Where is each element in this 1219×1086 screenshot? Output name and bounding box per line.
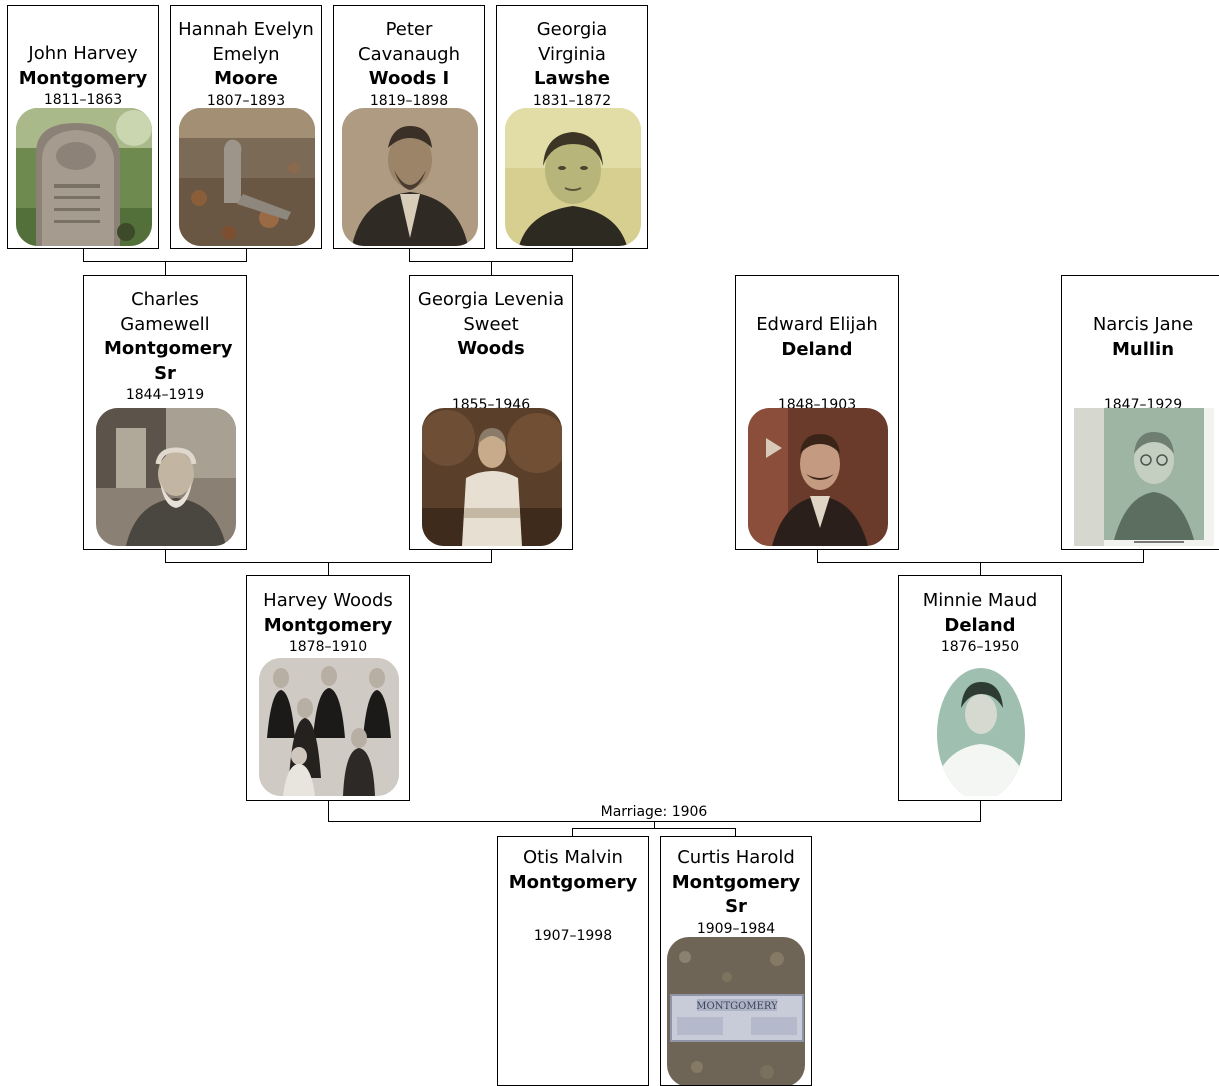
- connector-line: [654, 821, 655, 829]
- connector-line: [980, 562, 981, 576]
- given-name: John Harvey: [28, 43, 138, 64]
- person-card-peter-woods[interactable]: Peter Cavanaugh Woods I 1819–1898: [333, 5, 485, 249]
- life-years: 1878–1910: [288, 639, 368, 655]
- surname: Montgomery: [508, 871, 638, 893]
- connector-line: [1143, 549, 1144, 562]
- connector-line: [572, 828, 573, 836]
- grave-marker-photo[interactable]: [179, 108, 315, 246]
- surname: Moore: [214, 68, 278, 89]
- surname: Lawshe: [534, 68, 610, 89]
- surname: Deland: [781, 338, 853, 360]
- connector-line: [980, 800, 981, 821]
- life-years: 1847–1929: [1103, 397, 1183, 413]
- connector-line: [491, 261, 492, 276]
- person-card-georgia-woods[interactable]: Georgia Levenia Sweet Woods 1855–1946: [409, 275, 573, 550]
- oval-portrait-photo[interactable]: [911, 658, 1051, 796]
- surname: Montgomery Sr: [671, 871, 801, 918]
- person-card-charles-montgomery[interactable]: Charles Gamewell Montgomery Sr 1844–1919: [83, 275, 247, 550]
- given-name: Peter Cavanaugh: [358, 19, 460, 65]
- surname: Montgomery Sr: [104, 338, 233, 384]
- person-card-john-harvey-montgomery[interactable]: John Harvey Montgomery 1811–1863: [7, 5, 159, 249]
- life-years: 1876–1950: [940, 639, 1020, 655]
- connector-line: [328, 562, 329, 576]
- life-years: 1807–1893: [206, 92, 286, 109]
- person-card-hannah-moore[interactable]: Hannah Evelyn Emelyn Moore 1807–1893: [170, 5, 322, 249]
- connector-line: [328, 800, 329, 821]
- life-years: 1855–1946: [451, 396, 531, 413]
- person-card-harvey-montgomery[interactable]: Harvey Woods Montgomery 1878–1910: [246, 575, 410, 801]
- given-name: Hannah Evelyn Emelyn: [178, 19, 314, 65]
- surname: Woods I: [368, 68, 450, 89]
- surname: Woods: [457, 338, 525, 359]
- given-name: Georgia Virginia: [536, 19, 608, 65]
- portrait-photo[interactable]: [422, 408, 562, 546]
- life-years: 1848–1903: [777, 397, 857, 413]
- surname: Deland: [944, 614, 1016, 636]
- portrait-photo[interactable]: [342, 108, 478, 246]
- person-card-otis-montgomery[interactable]: Otis Malvin Montgomery 1907–1998: [497, 836, 649, 1086]
- surname: Mullin: [1111, 338, 1175, 360]
- connector-line: [409, 249, 410, 261]
- grave-plaque-photo[interactable]: MONTGOMERY: [667, 937, 805, 1085]
- surname: Montgomery: [18, 67, 148, 89]
- connector-line: [735, 828, 736, 836]
- connector-line: [817, 549, 818, 562]
- portrait-photo[interactable]: [505, 108, 641, 246]
- given-name: Narcis Jane: [1092, 314, 1194, 335]
- given-name: Otis Malvin: [523, 847, 623, 868]
- life-years: 1844–1919: [125, 387, 205, 403]
- given-name: Edward Elijah: [756, 314, 878, 335]
- plaque-text: MONTGOMERY: [696, 1001, 778, 1012]
- connector-line: [572, 828, 736, 829]
- given-name: Curtis Harold: [677, 847, 795, 868]
- life-years: 1907–1998: [533, 928, 613, 944]
- person-card-edward-deland[interactable]: Edward Elijah Deland 1848–1903: [735, 275, 899, 550]
- gravestone-photo[interactable]: [16, 108, 152, 246]
- connector-line: [246, 249, 247, 261]
- given-name: Charles Gamewell: [120, 289, 210, 335]
- portrait-photo[interactable]: [96, 408, 236, 546]
- life-years: 1909–1984: [696, 920, 776, 937]
- connector-line: [491, 549, 492, 562]
- connector-line: [165, 261, 166, 276]
- connector-line: [83, 249, 84, 261]
- person-card-minnie-deland[interactable]: Minnie Maud Deland 1876–1950: [898, 575, 1062, 801]
- given-name: Harvey Woods: [263, 590, 393, 611]
- life-years: 1819–1898: [369, 92, 449, 109]
- surname: Montgomery: [263, 614, 393, 636]
- life-years: 1831–1872: [532, 92, 612, 109]
- portrait-photo[interactable]: [1074, 408, 1214, 546]
- person-card-narcis-mullin[interactable]: Narcis Jane Mullin 1847–1929: [1061, 275, 1219, 550]
- portrait-photo[interactable]: [748, 408, 888, 546]
- life-years: 1811–1863: [43, 92, 123, 108]
- connector-line: [165, 549, 166, 562]
- given-name: Minnie Maud: [922, 590, 1038, 611]
- person-card-georgia-lawshe[interactable]: Georgia Virginia Lawshe 1831–1872: [496, 5, 648, 249]
- given-name: Georgia Levenia Sweet: [417, 289, 565, 335]
- connector-line: [572, 249, 573, 261]
- family-group-photo[interactable]: [259, 658, 399, 796]
- person-card-curtis-montgomery[interactable]: Curtis Harold Montgomery Sr 1909–1984 MO…: [660, 836, 812, 1086]
- marriage-label: Marriage: 1906: [600, 804, 708, 820]
